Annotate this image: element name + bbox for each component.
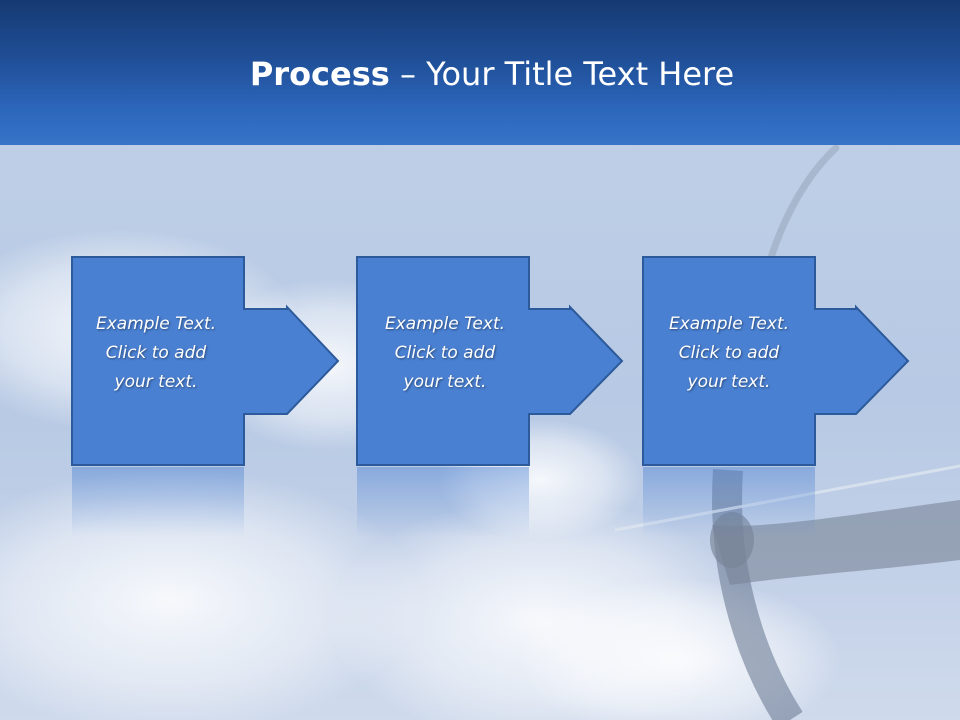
step-line: Click to add	[105, 343, 207, 363]
step-label-2[interactable]: Example Text. Click to add your text.	[360, 310, 530, 397]
step-line: Example Text.	[668, 314, 790, 334]
step-label-3[interactable]: Example Text. Click to add your text.	[644, 310, 814, 397]
step-line: your text.	[403, 372, 487, 392]
step-line: your text.	[687, 372, 771, 392]
header-band	[0, 0, 960, 145]
step-line: Example Text.	[95, 314, 217, 334]
box-reflection	[643, 467, 815, 537]
reflections	[72, 467, 815, 537]
step-arrow-shape	[642, 256, 910, 466]
process-step-2[interactable]	[356, 256, 624, 466]
process-step-1[interactable]	[71, 256, 340, 466]
step-line: Example Text.	[384, 314, 506, 334]
step-line: Click to add	[678, 343, 780, 363]
process-step-3[interactable]	[642, 256, 910, 466]
title-bold: Process	[249, 55, 390, 93]
step-label-1[interactable]: Example Text. Click to add your text.	[71, 310, 241, 397]
box-reflection	[72, 467, 244, 537]
step-line: your text.	[114, 372, 198, 392]
step-arrow-shape	[356, 256, 624, 466]
slide-title[interactable]: Process – Your Title Text Here	[0, 52, 960, 96]
archer-arm	[712, 500, 960, 585]
box-reflection	[357, 467, 529, 537]
title-rest: – Your Title Text Here	[389, 55, 735, 93]
step-arrow-shape	[71, 256, 340, 466]
step-line: Click to add	[394, 343, 496, 363]
